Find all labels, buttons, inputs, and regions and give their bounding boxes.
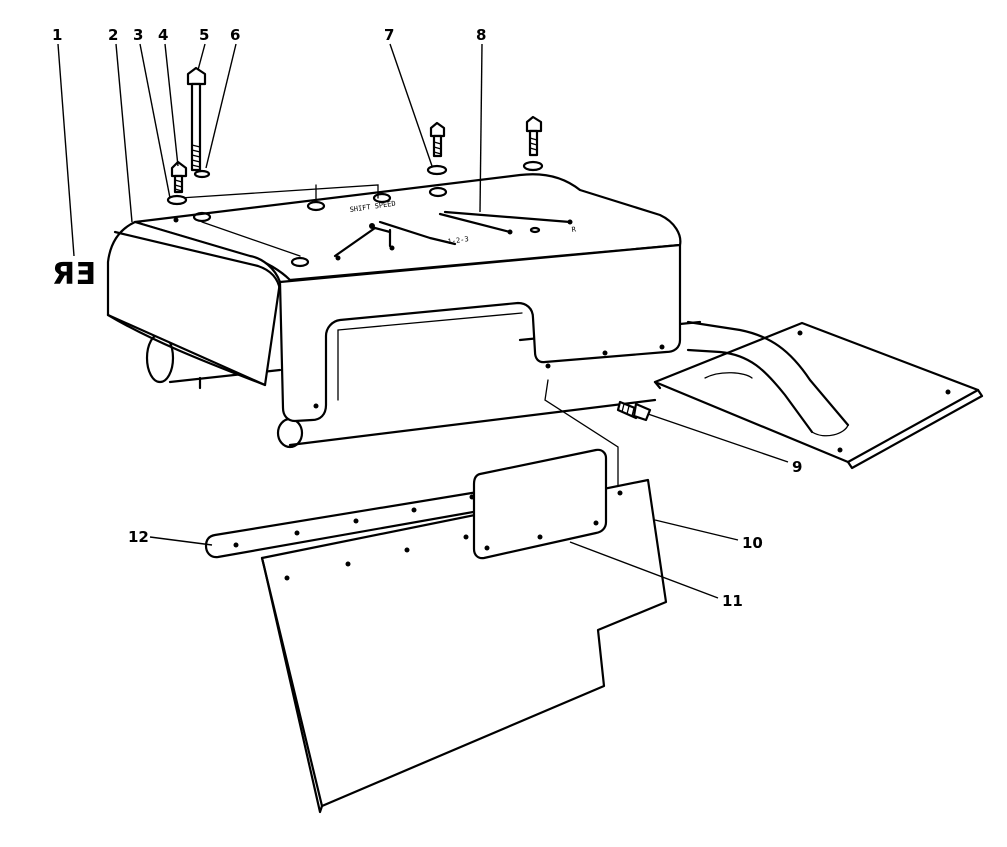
callout-4: 4 xyxy=(158,26,168,44)
callout-6: 6 xyxy=(230,26,240,44)
foot-plate xyxy=(653,320,984,470)
callout-11: 11 xyxy=(722,592,743,610)
bolt-short-left xyxy=(166,160,188,206)
flap xyxy=(260,478,668,814)
housing-cover: SHIFT SPEED 1-2-3 R xyxy=(106,173,682,501)
bolt-long xyxy=(186,66,211,179)
decal: ЯƎ xyxy=(52,257,96,292)
leader-lines xyxy=(57,43,789,599)
callout-12: 12 xyxy=(128,528,149,546)
callout-3: 3 xyxy=(133,26,143,44)
callout-numbers: 1 2 3 4 5 6 7 8 9 10 11 12 xyxy=(52,26,802,610)
callout-7: 7 xyxy=(384,26,394,44)
callout-5: 5 xyxy=(199,26,209,44)
callout-8: 8 xyxy=(476,26,486,44)
bolt-center xyxy=(426,121,448,176)
callout-1: 1 xyxy=(52,26,62,44)
svg-text:R: R xyxy=(571,225,577,234)
callout-10: 10 xyxy=(742,534,763,552)
decal-text: ЯƎ xyxy=(52,257,96,292)
callout-9: 9 xyxy=(792,458,802,476)
svg-text:1-2-3: 1-2-3 xyxy=(447,235,469,246)
screw-9 xyxy=(616,400,652,422)
bolt-right xyxy=(522,115,544,172)
callout-2: 2 xyxy=(108,26,118,44)
reinforcement-plate xyxy=(472,448,608,560)
